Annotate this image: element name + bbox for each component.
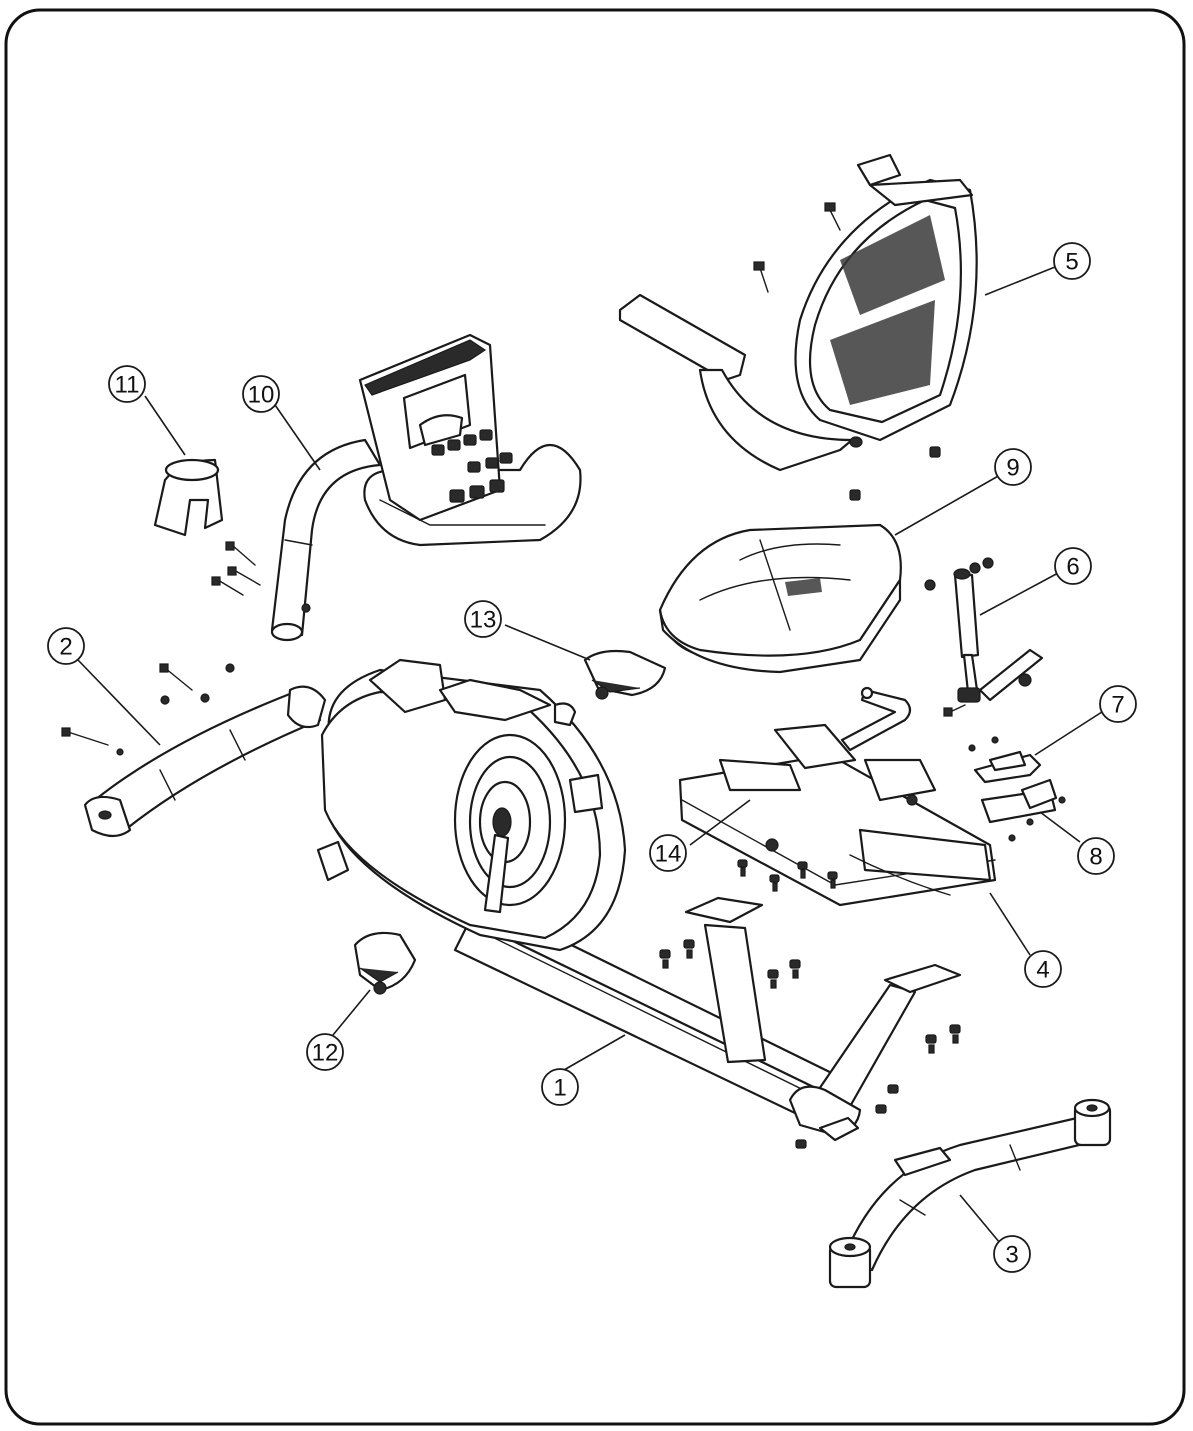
callout-label-10: 10 (248, 382, 275, 409)
callout-label-11: 11 (115, 372, 140, 399)
part-seat-rail (678, 723, 997, 907)
part-right-pedal (583, 649, 667, 700)
part-backrest (618, 153, 978, 501)
callout-label-7: 7 (1111, 692, 1124, 719)
callout-3: 3 (993, 1235, 1031, 1273)
callout-label-1: 1 (553, 1075, 566, 1102)
callout-1: 1 (541, 1068, 579, 1106)
part-rear-stabilizer (828, 1098, 1112, 1289)
callout-7: 7 (1099, 685, 1137, 723)
callout-5: 5 (1053, 242, 1091, 280)
part-console-mast (270, 438, 382, 642)
callout-2: 2 (47, 627, 85, 665)
part-gas-spring (924, 557, 1044, 717)
callout-label-8: 8 (1089, 844, 1102, 871)
callout-9: 9 (994, 448, 1032, 486)
callout-10: 10 (242, 375, 280, 413)
callout-8: 8 (1077, 837, 1115, 875)
part-console (211, 333, 582, 596)
callout-13: 13 (464, 600, 502, 638)
callout-label-14: 14 (655, 841, 682, 868)
part-bottle-holder (153, 458, 224, 537)
part-main-frame (453, 896, 962, 1149)
callout-label-3: 3 (1005, 1242, 1018, 1269)
diagram-frame (4, 8, 1186, 1426)
callout-4: 4 (1024, 950, 1062, 988)
part-left-pedal (353, 931, 417, 995)
part-seat-cushion (658, 523, 902, 674)
callout-label-12: 12 (312, 1040, 339, 1067)
flywheel-housing (316, 658, 627, 952)
callout-label-5: 5 (1065, 249, 1078, 276)
callout-label-13: 13 (470, 607, 497, 634)
part-slider-cover (980, 778, 1066, 842)
leader-lines (77, 264, 1106, 1244)
callout-label-6: 6 (1066, 554, 1079, 581)
callout-label-2: 2 (59, 634, 72, 661)
part-front-stabilizer (61, 663, 327, 838)
callout-6: 6 (1054, 547, 1092, 585)
callout-11: 11 (108, 365, 146, 403)
part-slider-bracket (968, 736, 1042, 784)
callout-label-9: 9 (1006, 455, 1019, 482)
part-seat-adjust-bar (840, 686, 912, 752)
callout-12: 12 (306, 1033, 344, 1071)
callout-label-4: 4 (1036, 957, 1049, 984)
callout-14: 14 (649, 834, 687, 872)
